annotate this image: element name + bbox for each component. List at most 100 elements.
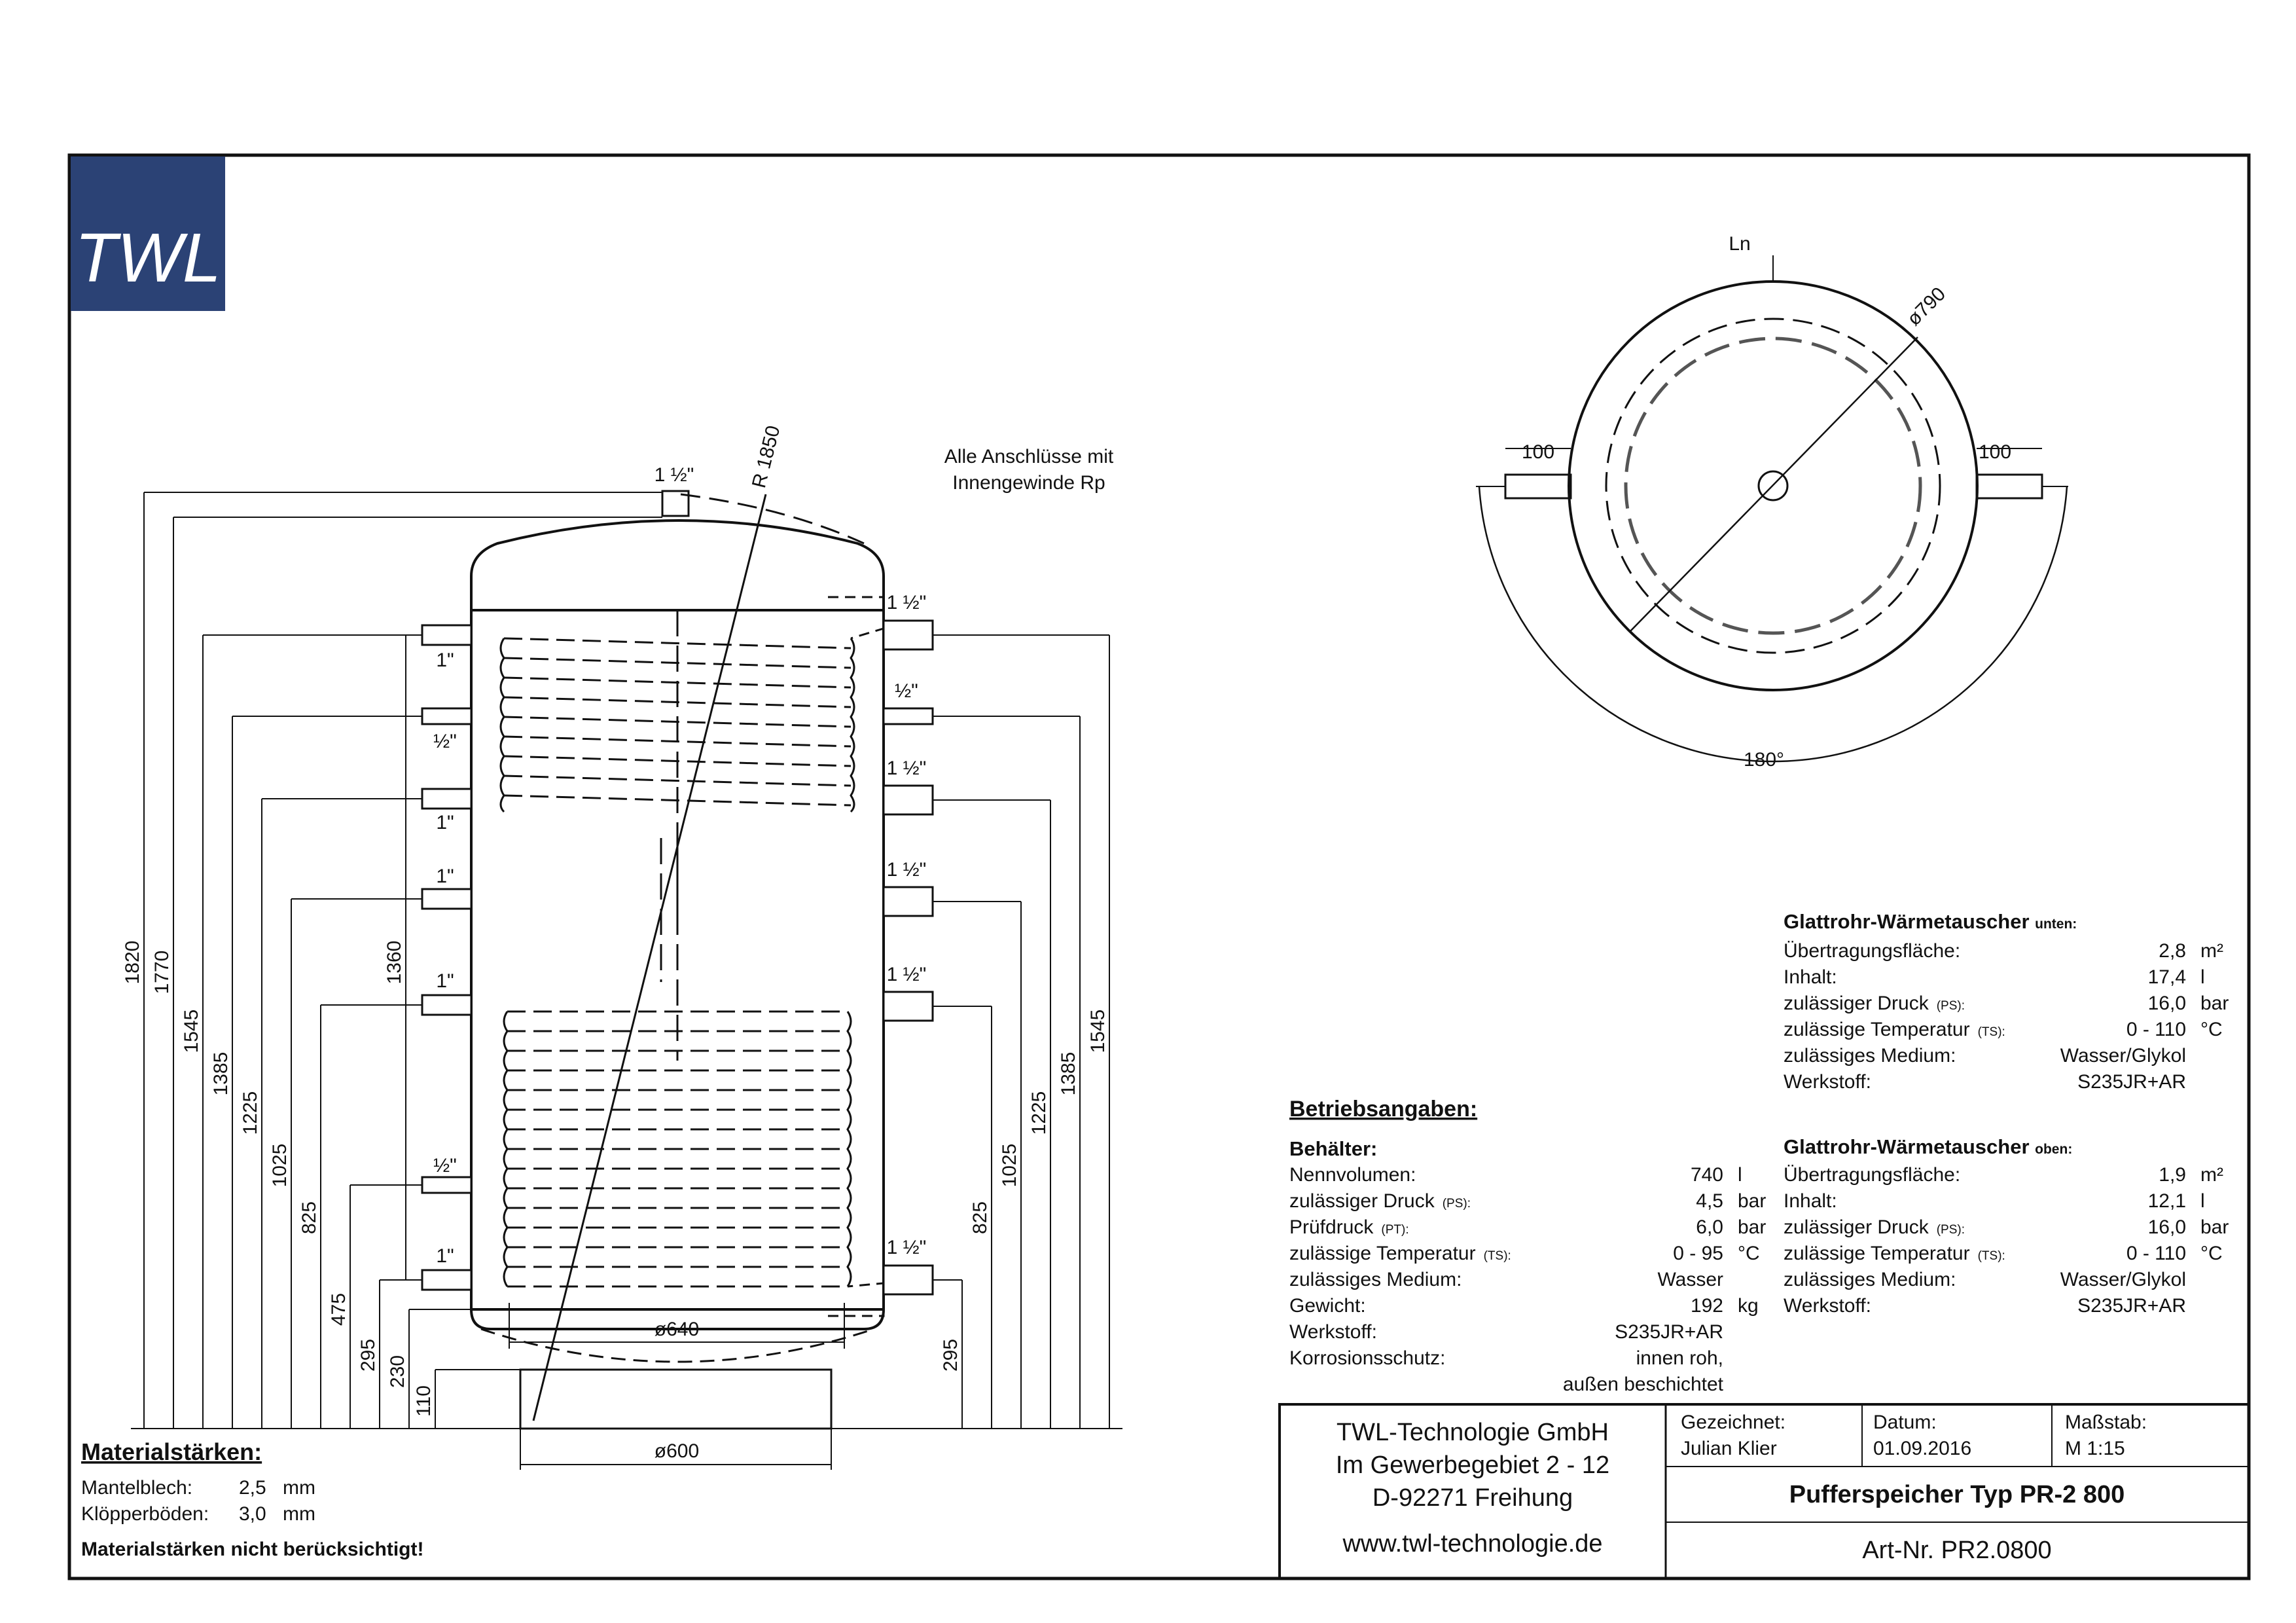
wt-oben-row-unit: °C: [2200, 1243, 2223, 1264]
inner-diameter-label: ø640: [655, 1319, 699, 1340]
betrieb-title: Betriebsangaben:: [1289, 1097, 1477, 1122]
company-logo: TWL: [71, 156, 225, 311]
wt-unten-row-label: zulässiges Medium:: [1784, 1045, 1956, 1067]
right-conn-2: ½": [895, 680, 918, 702]
dim-295-left: 295: [357, 1339, 379, 1372]
betrieb-row-value: 192: [1691, 1295, 1723, 1317]
tank-shell: [470, 519, 885, 1330]
wt-oben-row-unit: l: [2200, 1190, 2205, 1212]
betrieb-row-label: Nennvolumen:: [1289, 1164, 1416, 1186]
material-row-2-value: 3,0: [239, 1503, 266, 1525]
material-row-2-unit: mm: [283, 1503, 315, 1525]
right-nozzle: [1975, 473, 2043, 500]
note-line-2: Innengewinde Rp: [952, 472, 1105, 494]
wt-unten-row-label: Übertragungsfläche:: [1784, 940, 1960, 962]
wt-unten-row-value: 17,4: [2148, 966, 2186, 988]
article-number: Art-Nr. PR2.0800: [1862, 1537, 2051, 1564]
right-conn-3: 1 ½": [887, 757, 927, 779]
wt-oben-row-label: zulässiger Druck(PS):: [1784, 1216, 1965, 1238]
scale-value: M 1:15: [2065, 1438, 2125, 1459]
wt-oben-row-value: 1,9: [2159, 1164, 2186, 1186]
dim-1820: 1820: [122, 941, 143, 985]
upper-heat-exchanger-coil: [499, 637, 855, 813]
wt-oben-row-value: Wasser/Glykol: [2060, 1269, 2186, 1290]
right-conn-5: 1 ½": [887, 964, 927, 985]
date-label: Datum:: [1873, 1412, 1937, 1433]
left-conn-1: 1": [436, 649, 454, 671]
side-view: [131, 490, 1122, 1470]
drawing-frame: [67, 153, 2251, 1580]
wt-unten-row-label: zulässige Temperatur(TS):: [1784, 1019, 2005, 1040]
dim-1770: 1770: [151, 951, 173, 994]
lower-heat-exchanger-coil: [503, 1010, 852, 1288]
company-city: D-92271 Freihung: [1372, 1484, 1573, 1512]
material-row-1-value: 2,5: [239, 1477, 266, 1499]
wt-unten-row-label: zulässiger Druck(PS):: [1784, 993, 1965, 1014]
betrieb-row-label: Prüfdruck(PT):: [1289, 1216, 1409, 1238]
left-conn-2: ½": [433, 731, 457, 752]
wt-oben-row-label: zulässige Temperatur(TS):: [1784, 1243, 2005, 1264]
company-street: Im Gewerbegebiet 2 - 12: [1336, 1451, 1609, 1479]
betrieb-row-unit: kg: [1738, 1295, 1759, 1317]
angle-label: 180°: [1744, 749, 1784, 771]
materialstaerken-box: Materialstärken: Mantelblech: 2,5 mm Klö…: [81, 1438, 423, 1560]
right-connection-stubs: [882, 619, 934, 1296]
right-conn-1: 1 ½": [887, 592, 927, 613]
wt-unten-row-unit: °C: [2200, 1019, 2223, 1040]
left-offset-label: 100: [1522, 441, 1554, 463]
wt-unten-title: Glattrohr-Wärmetauscher unten:: [1784, 910, 2077, 933]
betrieb-subtitle: Behälter:: [1289, 1137, 1377, 1160]
dim-1225-right: 1225: [1028, 1091, 1050, 1135]
betrieb-row-value: S235JR+AR: [1615, 1321, 1723, 1343]
betrieb-row-value: 6,0: [1696, 1216, 1723, 1238]
title-block: [1278, 1403, 2250, 1580]
dim-1385-right: 1385: [1058, 1052, 1079, 1096]
right-dimension-lines: [509, 634, 1122, 1470]
wt-unten-row-value: Wasser/Glykol: [2060, 1045, 2186, 1067]
dim-1025-left: 1025: [269, 1144, 291, 1188]
wt-unten-row-value: 2,8: [2159, 940, 2186, 962]
dim-475: 475: [328, 1293, 350, 1326]
wt-unten-row-unit: l: [2200, 966, 2205, 988]
dim-1545-left: 1545: [181, 1010, 202, 1053]
radius-line: [532, 494, 767, 1421]
betrieb-row-unit: bar: [1738, 1216, 1766, 1238]
left-conn-4: 1": [436, 866, 454, 887]
ln-label: Ln: [1729, 233, 1750, 255]
wt-unten-row-unit: bar: [2200, 993, 2229, 1014]
wt-oben-row-value: 16,0: [2148, 1216, 2186, 1238]
betrieb-row-value: 0 - 95: [1673, 1243, 1723, 1264]
dim-230: 230: [387, 1355, 408, 1388]
wt-oben-title: Glattrohr-Wärmetauscher oben:: [1784, 1135, 2072, 1158]
left-conn-6: ½": [433, 1155, 457, 1176]
dim-825-right: 825: [969, 1201, 991, 1234]
company-web: www.twl-technologie.de: [1342, 1530, 1602, 1558]
betrieb-row-label: Werkstoff:: [1289, 1321, 1377, 1343]
title-block-text: TWL-Technologie GmbH Im Gewerbegebiet 2 …: [1336, 1412, 2147, 1564]
scale-label: Maßstab:: [2065, 1412, 2147, 1433]
dim-295-right: 295: [940, 1339, 961, 1372]
material-title: Materialstärken:: [81, 1438, 262, 1465]
drawn-label: Gezeichnet:: [1681, 1412, 1785, 1433]
drawn-value: Julian Klier: [1681, 1438, 1777, 1459]
wt-unten-row-label: Werkstoff:: [1784, 1071, 1871, 1093]
left-dimension-lines: [131, 492, 662, 1429]
wt-oben-row-unit: m²: [2200, 1164, 2223, 1186]
material-row-2-label: Klöpperböden:: [81, 1503, 209, 1525]
wt-oben-row-label: Übertragungsfläche:: [1784, 1164, 1960, 1186]
company-name: TWL-Technologie GmbH: [1336, 1419, 1609, 1446]
dim-1360: 1360: [384, 941, 405, 985]
betrieb-row-value: innen roh,: [1636, 1347, 1723, 1369]
left-connection-stubs: [421, 624, 473, 1291]
side-view-labels: Alle Anschlüsse mit Innengewinde Rp R 18…: [122, 424, 1114, 1462]
betrieb-row-value: 4,5: [1696, 1190, 1723, 1212]
wt-unten-row-unit: m²: [2200, 940, 2223, 962]
dim-1225-left: 1225: [240, 1091, 261, 1135]
wt-oben-row-value: 0 - 110: [2126, 1243, 2186, 1264]
left-conn-3: 1": [436, 812, 454, 833]
date-value: 01.09.2016: [1873, 1438, 1971, 1459]
right-offset-label: 100: [1979, 441, 2011, 463]
wt-unten-row-value: 16,0: [2148, 993, 2186, 1014]
radius-label: R 1850: [748, 424, 784, 490]
